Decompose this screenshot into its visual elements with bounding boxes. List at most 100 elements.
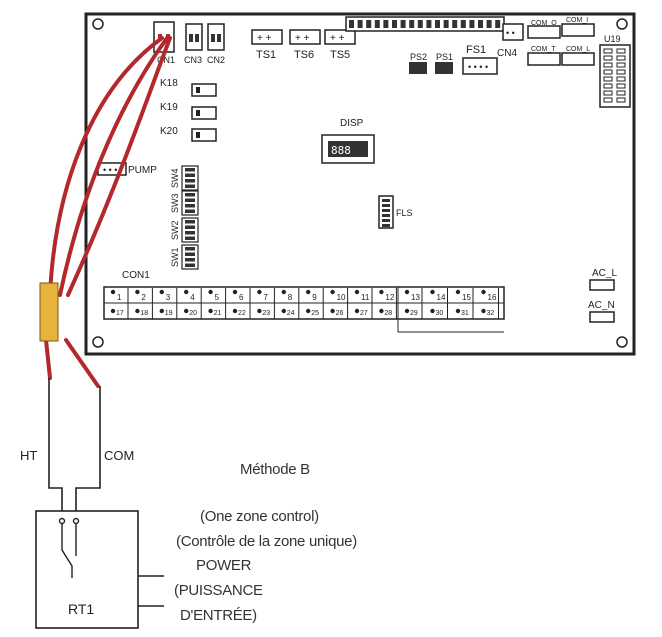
terminal-screw — [257, 289, 262, 295]
com-l-connector — [561, 52, 595, 66]
cn2-label: CN2 — [207, 55, 225, 65]
terminal-screw — [306, 289, 311, 295]
method-title: Méthode B — [240, 461, 310, 478]
ht-label: HT — [20, 448, 37, 463]
terminal-screw — [281, 289, 286, 295]
disp-label: DISP — [340, 118, 364, 129]
terminal-screw — [481, 308, 486, 314]
terminal-number: 18 — [140, 310, 148, 317]
ps2-connector — [409, 62, 427, 74]
ps1-connector — [435, 62, 453, 74]
terminal-screw — [481, 289, 486, 295]
terminal-number: 21 — [214, 310, 222, 317]
terminal-screw — [159, 308, 164, 314]
ac-l-terminal — [589, 279, 615, 291]
dip-switch-label: SW2 — [170, 220, 180, 240]
dip-switch-sw4: SW4 — [170, 165, 199, 191]
terminal-number: 9 — [312, 293, 317, 302]
terminal-screw — [430, 289, 435, 295]
terminal-screw — [330, 308, 335, 314]
terminal-number: 7 — [263, 293, 268, 302]
k18-label: K18 — [160, 78, 178, 89]
terminal-number: 13 — [411, 293, 420, 302]
terminal-number: 8 — [288, 293, 293, 302]
terminal-number: 3 — [166, 293, 171, 302]
fs1-connector — [462, 57, 498, 75]
terminal-screw — [232, 289, 238, 295]
red-wires — [44, 36, 172, 388]
cn3-connector — [185, 23, 203, 51]
zone-control-en: (One zone control) — [200, 508, 319, 525]
com-t-connector — [527, 52, 561, 66]
terminal-number: 28 — [384, 310, 392, 317]
u19-label: U19 — [604, 34, 621, 44]
terminal-number: 25 — [311, 310, 319, 317]
terminal-screw — [208, 308, 213, 314]
terminal-screw — [135, 289, 140, 295]
terminal-number: 1 — [117, 293, 122, 302]
ts5-connector — [324, 29, 356, 45]
ps2-label: PS2 — [410, 52, 427, 62]
dip-switch-sw1: SW1 — [170, 244, 199, 270]
k18-relay — [191, 83, 217, 97]
terminal-number: 12 — [385, 293, 394, 302]
ps1-label: PS1 — [436, 52, 453, 62]
terminal-number: 24 — [287, 310, 295, 317]
terminal-screw — [110, 289, 116, 295]
terminal-screw — [455, 308, 461, 314]
cn1-label: CN1 — [157, 55, 175, 65]
terminal-number: 5 — [215, 293, 220, 302]
terminal-screw — [330, 289, 335, 295]
svg-text:+ +: + + — [257, 33, 272, 44]
terminal-number: 10 — [337, 293, 346, 302]
k20-relay — [191, 128, 217, 142]
terminal-number: 32 — [487, 310, 495, 317]
cn4-connector — [502, 23, 524, 41]
terminal-screw — [208, 289, 213, 295]
terminal-screw — [257, 308, 262, 314]
com-i-connector — [561, 23, 595, 37]
terminal-screw — [404, 289, 410, 295]
terminal-number: 14 — [437, 293, 446, 302]
com-o-label: COM_O — [531, 20, 557, 27]
com-l-label: COM_L — [566, 46, 590, 53]
terminal-number: 6 — [239, 293, 244, 302]
u19-connector — [599, 44, 631, 108]
terminal-screw — [184, 289, 189, 295]
svg-text:• • •: • • • — [103, 165, 117, 175]
terminal-number: 27 — [360, 310, 368, 317]
terminal-number: 22 — [238, 310, 246, 317]
terminal-number: 16 — [488, 293, 497, 302]
power-label-fr-1: (PUISSANCE — [174, 582, 263, 599]
dip-switch-label: SW1 — [170, 247, 180, 267]
zone-control-fr: (Contrôle de la zone unique) — [176, 533, 357, 550]
terminal-number: 30 — [436, 310, 444, 317]
terminal-screw — [404, 308, 410, 314]
ts5-label: TS5 — [330, 49, 350, 61]
mount-hole — [92, 336, 104, 348]
com-label: COM — [104, 448, 134, 463]
ts1-label: TS1 — [256, 49, 276, 61]
dip-switch-label: SW3 — [170, 193, 180, 213]
fs1-label: FS1 — [466, 44, 486, 56]
terminal-number: 2 — [141, 293, 146, 302]
cn4-label: CN4 — [497, 48, 517, 59]
terminal-number: 29 — [410, 310, 418, 317]
terminal-number: 15 — [462, 293, 471, 302]
ts6-connector — [289, 29, 321, 45]
dip-switch-sw3: SW3 — [170, 190, 199, 216]
rt1-label: RT1 — [68, 601, 94, 617]
terminal-screw — [281, 308, 286, 314]
svg-text:• • • •: • • • • — [468, 62, 488, 72]
pump-label: PUMP — [128, 165, 157, 176]
terminal-number: 4 — [190, 293, 195, 302]
terminal-number: 19 — [165, 310, 173, 317]
k20-label: K20 — [160, 126, 178, 137]
terminal-screw — [379, 308, 384, 314]
svg-text:888: 888 — [331, 144, 351, 157]
black-wires — [48, 378, 101, 515]
terminal-number: 11 — [361, 293, 370, 302]
fls-label: FLS — [396, 208, 413, 218]
com-t-label: COM_T — [531, 46, 556, 53]
